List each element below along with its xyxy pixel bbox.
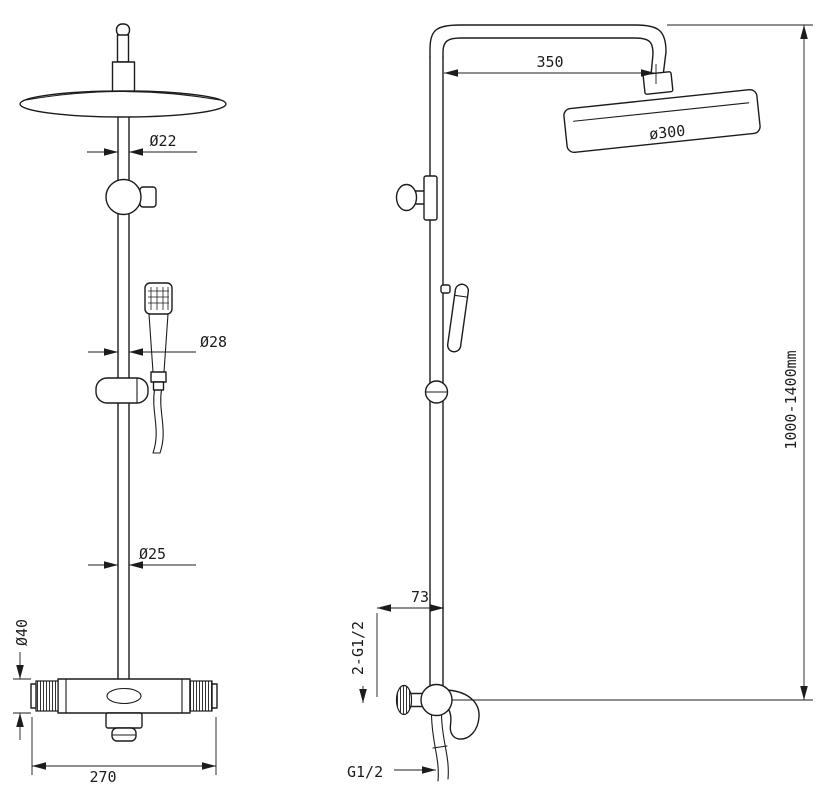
shower-head-slab bbox=[563, 88, 761, 154]
head-connector-collar bbox=[111, 61, 136, 93]
dim-label-inlet-thread: 2-G1/2 bbox=[349, 621, 367, 675]
label-outlet-thread: G1/2 bbox=[347, 763, 436, 781]
dim-label-valve-offset: 73 bbox=[411, 588, 429, 606]
extension-lines bbox=[452, 24, 813, 701]
dimension-pipe-lower: Ø25 bbox=[88, 545, 196, 569]
mixer-body bbox=[57, 678, 191, 714]
bracket-knob bbox=[139, 186, 157, 208]
mixer-logo-badge bbox=[106, 687, 142, 705]
side-view: ø300 bbox=[347, 24, 813, 782]
front-hand-shower bbox=[144, 282, 173, 454]
dim-label-head-diameter: ø300 bbox=[648, 122, 686, 144]
handshower-hose bbox=[152, 389, 164, 454]
mixer-cap-left bbox=[30, 683, 37, 709]
arm-inner bbox=[442, 37, 654, 76]
front-mixer-valve bbox=[30, 678, 218, 742]
dimension-handshower: Ø28 bbox=[88, 333, 227, 356]
mixer-handle-right bbox=[189, 680, 213, 712]
shower-disc-dome bbox=[25, 90, 221, 101]
bracket-ring bbox=[105, 178, 142, 216]
bracket-plate bbox=[423, 175, 438, 221]
mixer-tee-body bbox=[420, 683, 453, 717]
handshower-wand bbox=[446, 283, 470, 353]
dimension-valve-offset: 73 bbox=[376, 588, 444, 697]
side-top-arm bbox=[429, 24, 667, 77]
dimension-valve-width: 270 bbox=[31, 717, 217, 786]
mixer-handle-side bbox=[395, 684, 413, 716]
hose-nut bbox=[152, 381, 165, 391]
dim-label-pipe-lower: Ø25 bbox=[139, 545, 166, 563]
bracket-knob bbox=[395, 183, 418, 212]
spout-base bbox=[105, 712, 143, 729]
extension-lines bbox=[13, 678, 31, 714]
side-mixer-valve bbox=[395, 683, 480, 740]
finial-stem bbox=[116, 34, 130, 63]
shower-disc bbox=[19, 90, 227, 118]
side-overhead-shower: ø300 bbox=[563, 88, 761, 154]
connector-nut bbox=[642, 71, 674, 95]
label-inlet-thread: 2-G1/2 bbox=[349, 621, 367, 703]
shower-head-rim bbox=[572, 102, 750, 122]
front-overhead-shower bbox=[19, 90, 227, 118]
wand-band bbox=[454, 294, 469, 298]
dim-label-outlet-thread: G1/2 bbox=[347, 763, 383, 781]
front-wall-bracket bbox=[105, 178, 157, 216]
front-view: Ø22 Ø28 Ø25 Ø40 270 bbox=[13, 23, 227, 786]
dim-label-arm-length: 350 bbox=[536, 53, 563, 71]
dim-label-handshower: Ø28 bbox=[200, 333, 227, 351]
arm-outer bbox=[429, 24, 667, 77]
front-slider-clamp bbox=[95, 377, 149, 404]
mixer-handle-left bbox=[35, 680, 59, 712]
side-wall-bracket bbox=[395, 175, 438, 221]
finial-cap bbox=[115, 23, 131, 37]
side-hand-shower bbox=[440, 283, 470, 353]
handshower-handle bbox=[148, 313, 169, 373]
handshower-nut bbox=[150, 371, 167, 383]
spray-face-grid bbox=[148, 287, 169, 310]
dimension-arm-length: 350 bbox=[444, 53, 657, 84]
handshower-hook bbox=[440, 284, 451, 294]
side-head-connector bbox=[642, 71, 674, 95]
side-slider bbox=[424, 380, 449, 404]
dim-label-valve-body: Ø40 bbox=[13, 619, 31, 646]
hose-lines bbox=[430, 714, 449, 782]
dim-label-install-height: 1000-1400mm bbox=[782, 350, 800, 449]
side-outlet-hose bbox=[430, 714, 449, 782]
dim-label-valve-width: 270 bbox=[89, 768, 116, 786]
mixer-collars bbox=[65, 678, 183, 714]
side-riser-pipe bbox=[429, 56, 444, 686]
dimension-install-height: 1000-1400mm bbox=[452, 24, 813, 701]
slider-body bbox=[95, 377, 149, 404]
dimension-pipe-top: Ø22 bbox=[87, 132, 197, 156]
front-top-finial bbox=[111, 23, 136, 93]
mixer-cap-right bbox=[211, 683, 218, 709]
dim-label-pipe-top: Ø22 bbox=[149, 132, 176, 150]
dimension-valve-body: Ø40 bbox=[13, 619, 31, 740]
